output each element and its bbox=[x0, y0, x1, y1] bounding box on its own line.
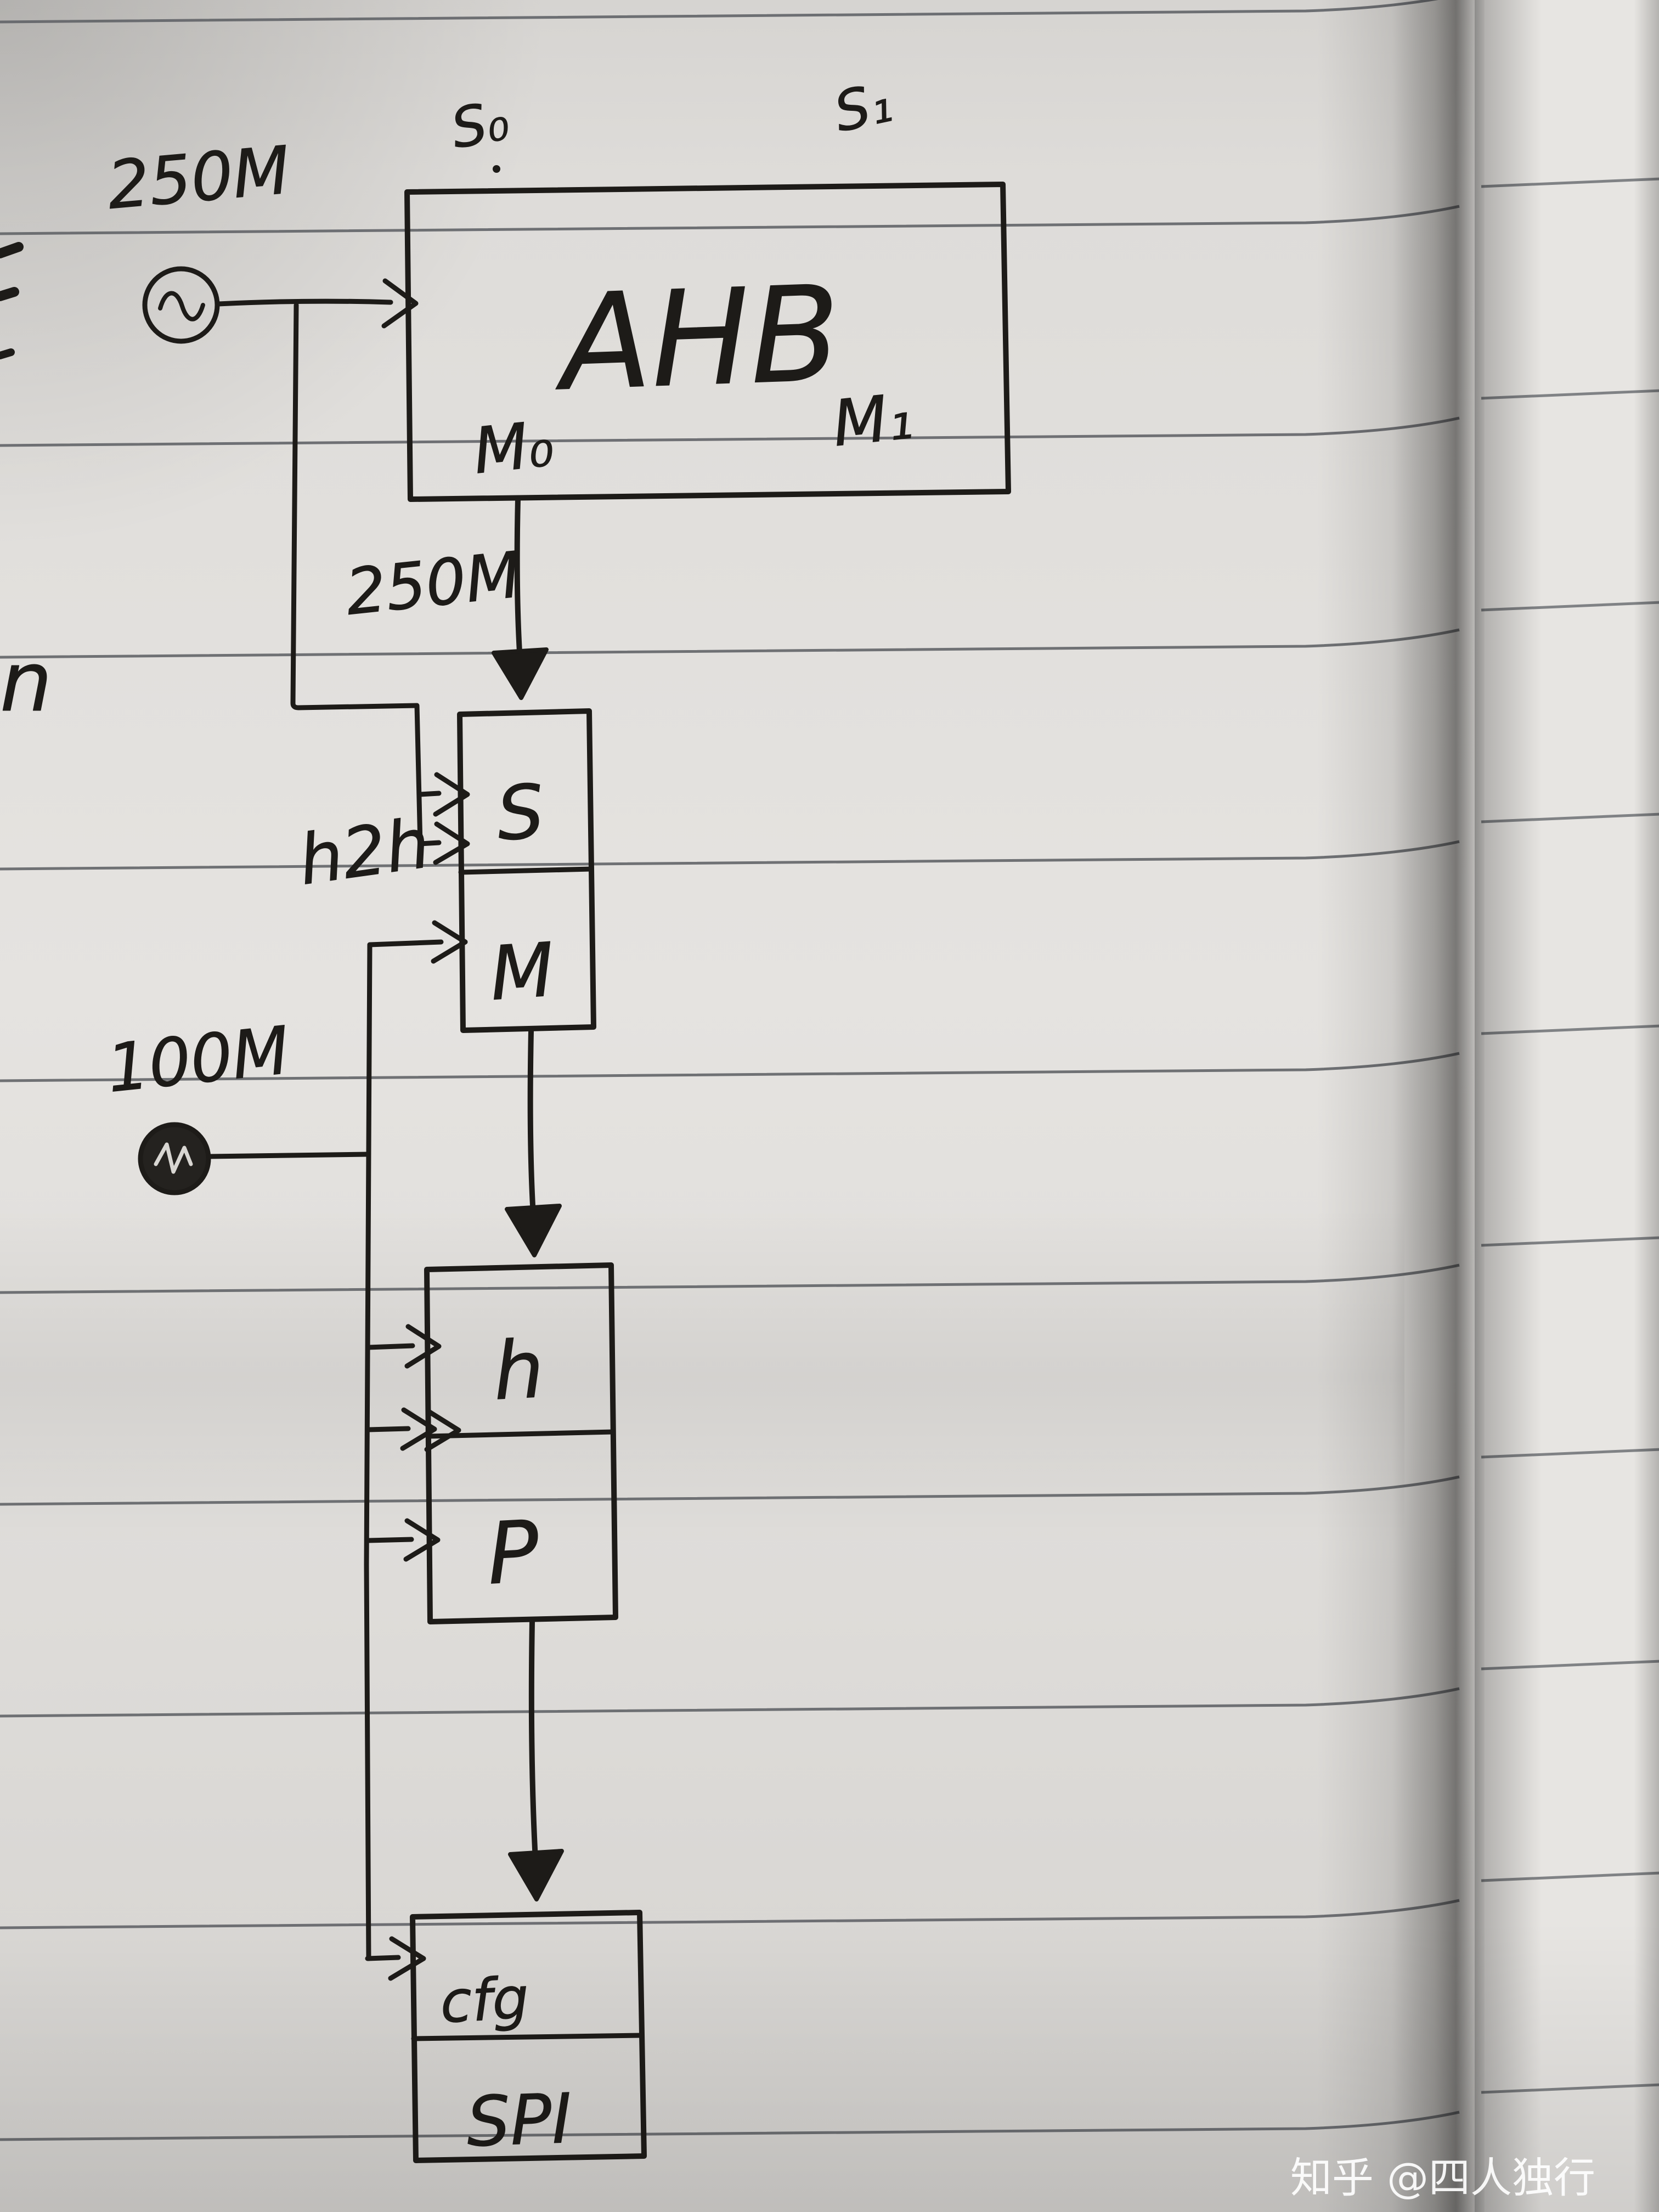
watermark: 知乎 @四人独行 bbox=[1290, 2153, 1595, 2202]
photo-right-edge-shadow bbox=[1634, 0, 1659, 2212]
arrowhead-h2p-mid-input-2 bbox=[424, 1408, 461, 1452]
arrowhead-h2p-mid-input-1 bbox=[400, 1407, 437, 1451]
page-edge-mark-1 bbox=[0, 242, 24, 258]
wire-100m-rail bbox=[364, 942, 373, 1961]
ahb-s0-tick bbox=[493, 165, 500, 173]
h2h-port-m-label: M bbox=[487, 927, 557, 1017]
wire-m0-to-h2h bbox=[514, 496, 523, 664]
arrowhead-h2h-m-input bbox=[431, 920, 468, 964]
page-edge-mark-2 bbox=[0, 287, 19, 301]
ahb-port-m0-label: M₀ bbox=[470, 407, 557, 488]
arrowhead-h2h-s-input-2 bbox=[433, 821, 470, 865]
stub-h2h-m-input bbox=[367, 939, 444, 947]
stub-h2p-h-input bbox=[366, 1343, 415, 1350]
h2p-box bbox=[424, 1262, 618, 1624]
wire-clock250m-to-ahb bbox=[216, 298, 393, 307]
stub-h2p-p-input bbox=[366, 1537, 414, 1543]
stub-h2h-s-input-2 bbox=[417, 840, 442, 847]
ahb-box bbox=[404, 182, 1011, 502]
arrowhead-h2p-to-spi bbox=[508, 1849, 564, 1901]
arrowhead-h2h-s-input-1 bbox=[433, 772, 470, 817]
right-page-inner-shadow bbox=[1475, 0, 1551, 2212]
h2h-bridge-label: h2h bbox=[294, 804, 435, 901]
ahb-port-s1-label: S₁ bbox=[829, 70, 898, 144]
page-edge-mark-3 bbox=[0, 348, 15, 359]
stub-h2p-mid-input bbox=[366, 1426, 411, 1432]
stub-h2h-s-input-1 bbox=[417, 791, 442, 797]
clock-100m-icon bbox=[138, 1122, 211, 1195]
wire-h2h-to-h2p bbox=[527, 1029, 536, 1218]
arrowhead-h2p-h-input bbox=[404, 1324, 442, 1369]
wire-clock100m-to-rail bbox=[207, 1152, 370, 1159]
ahb-port-m1-label: M₁ bbox=[830, 380, 917, 461]
arrowhead-m0-to-h2h bbox=[492, 647, 549, 700]
bus-250m-label: 250M bbox=[342, 538, 524, 630]
arrowhead-h2h-to-h2p bbox=[505, 1204, 562, 1257]
stray-letter: n bbox=[0, 635, 52, 730]
arrowhead-h2p-p-input bbox=[403, 1518, 441, 1562]
arrowhead-ahb-clock-input bbox=[381, 278, 419, 329]
page-fold-shadow bbox=[1317, 0, 1485, 2212]
clock-250m-label: 250M bbox=[104, 132, 292, 224]
photo-bottom-shade bbox=[0, 1920, 1659, 2212]
h2p-port-p-label: P bbox=[485, 1502, 541, 1604]
h2h-divider bbox=[458, 866, 594, 875]
wire-clock250m-branch bbox=[290, 302, 423, 848]
h2h-port-s-label: S bbox=[494, 768, 547, 857]
h2p-divider bbox=[425, 1429, 616, 1439]
ahb-label: AHB bbox=[551, 257, 843, 420]
wire-h2p-to-spi bbox=[528, 1619, 538, 1863]
paper-mid-shade bbox=[0, 1207, 1404, 1547]
h2h-box bbox=[457, 708, 596, 1033]
ahb-port-s0-label: S₀ bbox=[447, 88, 514, 161]
h2p-port-h-label: h bbox=[491, 1323, 546, 1419]
